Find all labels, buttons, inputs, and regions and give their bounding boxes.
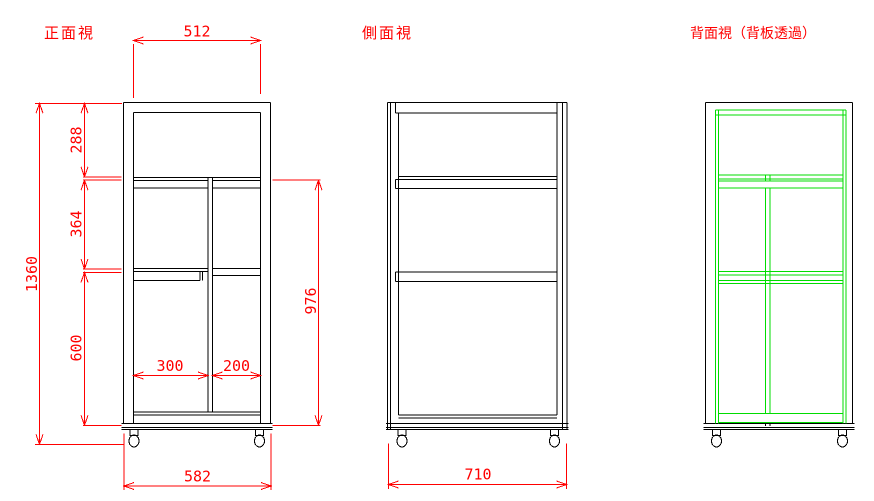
back-view-outline	[705, 102, 853, 424]
front-view-carcass	[123, 102, 271, 424]
back-view-shelf-top	[718, 174, 843, 189]
side-view-shelf-top	[395, 176, 558, 189]
back-view-side-panels	[715, 109, 847, 424]
back-view-drawing	[703, 102, 855, 448]
back-view-base	[703, 422, 855, 431]
dim-text-582: 582	[184, 468, 211, 486]
extension-lines	[35, 44, 567, 490]
dimension-annotations: 512 1360 288 364 600 976 300 200 582 710	[23, 23, 569, 490]
side-view-carcass	[387, 102, 568, 430]
side-view-drawing	[386, 102, 569, 448]
back-view-label: 背面視（背板透過）	[690, 26, 816, 42]
side-view-caster-rear	[549, 429, 560, 448]
side-view-shelf-middle	[395, 271, 558, 282]
front-view-drawing	[121, 102, 273, 448]
front-view-shelf-middle	[133, 268, 261, 281]
dim-text-600: 600	[68, 334, 86, 361]
back-view-hidden-structure	[715, 109, 847, 424]
dim-text-200: 200	[223, 357, 250, 375]
dim-text-976: 976	[302, 287, 320, 314]
dim-text-1360: 1360	[23, 256, 41, 292]
front-view-divider	[207, 177, 213, 412]
dim-text-710: 710	[464, 466, 491, 484]
side-view-shelf-bottom	[398, 414, 557, 419]
front-view-caster-left	[128, 429, 140, 448]
back-view-caster-right	[837, 429, 848, 448]
dim-text-300: 300	[156, 357, 183, 375]
front-view-base	[121, 422, 273, 431]
side-view-label: 側面視	[362, 24, 413, 42]
side-view-caster-front	[396, 429, 408, 448]
dim-text-288: 288	[68, 126, 86, 153]
dim-text-512: 512	[183, 23, 210, 41]
front-view-caster-right	[254, 429, 265, 448]
front-view-shelf-bottom	[133, 411, 261, 416]
back-view-caster-left	[711, 429, 722, 448]
side-view-base	[386, 422, 569, 431]
front-view-shelf-top	[133, 176, 261, 189]
back-view-shelf-middle	[718, 271, 843, 284]
front-view-label: 正面視	[44, 24, 95, 42]
dim-text-364: 364	[68, 210, 86, 237]
back-view-shelf-bottom	[718, 413, 843, 423]
back-view-divider	[765, 188, 771, 414]
